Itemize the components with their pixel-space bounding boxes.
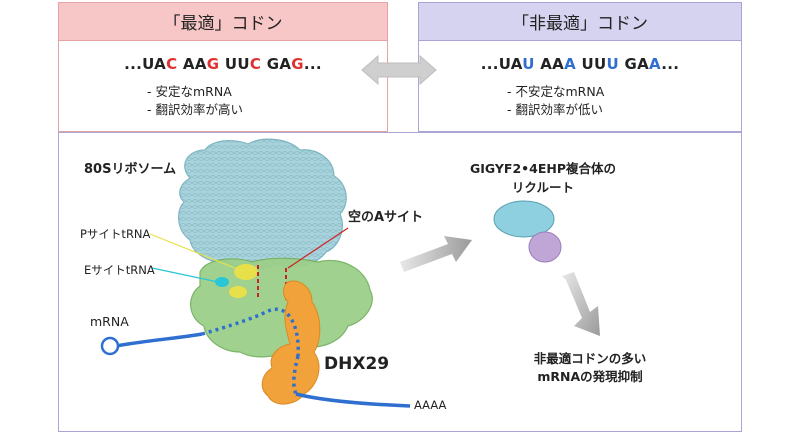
codon-base: AA xyxy=(182,55,207,73)
result-label-line2: mRNAの発現抑制 xyxy=(537,369,643,384)
codon-prefix: ... xyxy=(124,55,143,73)
codon-base: UU xyxy=(581,55,607,73)
codon-third-base: A xyxy=(564,55,576,73)
p-site-trna xyxy=(229,264,258,298)
codon-base: UA xyxy=(142,55,167,73)
repression-arrow-icon xyxy=(562,272,600,336)
codon-prefix: ... xyxy=(480,55,499,73)
codon-base: GA xyxy=(624,55,650,73)
bullet-efficiency: - 翻訳効率が高い xyxy=(147,102,243,117)
bullet-stable: - 安定なmRNA xyxy=(147,84,232,99)
optimal-codon-header: 「最適」コドン xyxy=(59,3,387,41)
optimal-codon-sequence: ...UAC AAG UUC GAG... xyxy=(59,55,387,73)
e-site-trna xyxy=(215,277,229,287)
polya-label: AAAA xyxy=(414,398,447,412)
codon-third-base: G xyxy=(206,55,220,73)
result-label-line1: 非最適コドンの多い xyxy=(533,351,647,366)
e-site-label: EサイトtRNA xyxy=(84,263,155,277)
nonoptimal-codon-panel: 「非最適」コドン ...UAU AAA UUU GAA... - 不安定なmRN… xyxy=(418,2,742,132)
bullet-low-efficiency: - 翻訳効率が低い xyxy=(507,102,603,117)
mrna-label: mRNA xyxy=(90,314,129,329)
codon-third-base: C xyxy=(166,55,178,73)
nonoptimal-codon-header: 「非最適」コドン xyxy=(419,3,741,41)
codon-third-base: C xyxy=(249,55,262,73)
result-label: 非最適コドンの多い mRNAの発現抑制 xyxy=(520,350,660,386)
p-site-label: PサイトtRNA xyxy=(80,227,151,241)
ribosome-small-subunit xyxy=(190,257,373,358)
nonoptimal-codon-sequence: ...UAU AAA UUU GAA... xyxy=(419,55,741,73)
codon-base: UU xyxy=(224,55,250,73)
dhx29-label: DHX29 xyxy=(324,354,390,374)
optimal-codon-panel: 「最適」コドン ...UAC AAG UUC GAG... - 安定なmRNA … xyxy=(58,2,388,132)
codon-third-base: G xyxy=(291,55,304,73)
optimal-bullet-list: - 安定なmRNA - 翻訳効率が高い xyxy=(147,83,243,119)
bullet-unstable: - 不安定なmRNA xyxy=(507,84,605,99)
complex-label-line1: GIGYF2•4EHP複合体の xyxy=(469,161,617,176)
complex-label: GIGYF2•4EHP複合体の リクルート xyxy=(468,158,618,196)
empty-a-site-label: 空のAサイト xyxy=(348,210,424,225)
codon-suffix: ... xyxy=(303,55,322,73)
codon-base: AA xyxy=(540,55,565,73)
nonoptimal-bullet-list: - 不安定なmRNA - 翻訳効率が低い xyxy=(507,83,604,119)
codon-third-base: U xyxy=(522,55,535,73)
gigyf2-4ehp-complex xyxy=(493,200,562,263)
mrna-strand xyxy=(100,307,411,408)
recruitment-arrow-icon xyxy=(400,236,472,272)
complex-label-line2: リクルート xyxy=(511,180,575,195)
label-leader-lines xyxy=(149,227,349,283)
double-arrow-icon xyxy=(361,54,437,86)
ribosome-large-subunit xyxy=(178,138,347,270)
codon-third-base: U xyxy=(606,55,619,73)
codon-suffix: ... xyxy=(661,55,680,73)
mechanism-panel xyxy=(58,132,742,432)
ribosome-label: 80Sリボソーム xyxy=(84,162,177,177)
codon-third-base: A xyxy=(649,55,662,73)
dhx29-protein xyxy=(261,280,321,405)
codon-base: GA xyxy=(266,55,292,73)
codon-base: UA xyxy=(498,55,523,73)
